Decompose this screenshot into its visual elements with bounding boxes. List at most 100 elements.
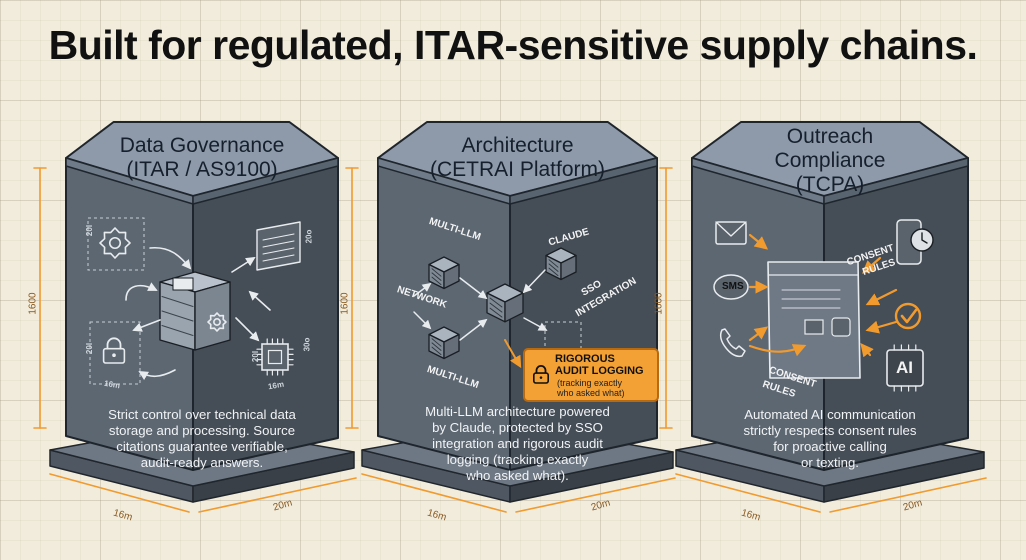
cube-right xyxy=(504,292,524,323)
chip-body xyxy=(261,343,289,371)
sms-text: SMS xyxy=(722,281,744,292)
server-slot xyxy=(161,310,194,322)
chip-core xyxy=(267,349,283,365)
height-dimension-label: 1600 xyxy=(653,292,665,315)
pillar-title: Data Governance(ITAR / AS9100) xyxy=(76,134,328,182)
pillar-title-line: Architecture xyxy=(461,134,574,157)
connector-arrow xyxy=(523,317,548,331)
document-icon xyxy=(256,221,301,271)
depth-dimension-line xyxy=(675,473,821,513)
pillar-1 xyxy=(33,121,357,513)
claude-node xyxy=(545,247,577,281)
cube-right xyxy=(443,333,460,360)
browser-envelope xyxy=(804,319,824,335)
gear-hub xyxy=(108,236,122,250)
pillar-description-line: by Claude, protected by SSO xyxy=(432,420,603,435)
cube-grid xyxy=(431,272,442,281)
consent-arrow xyxy=(748,344,807,357)
phone-icon xyxy=(719,328,746,358)
server-gear-icon xyxy=(207,312,227,332)
architecture-diagram xyxy=(413,247,582,369)
depth-dimension-line xyxy=(361,473,507,513)
server-slot xyxy=(161,325,194,336)
pillar-title-line: Compliance xyxy=(774,149,886,172)
envelope-icon xyxy=(715,221,747,245)
consent-arrow xyxy=(748,326,769,342)
gear-hub xyxy=(213,318,221,326)
tag-label: 20I xyxy=(85,342,95,355)
data-governance-diagram xyxy=(87,217,301,385)
cube-right xyxy=(560,254,577,281)
phone-handset xyxy=(719,328,746,358)
callout-subtitle-line: who asked what) xyxy=(557,388,625,398)
callout-padlock xyxy=(532,365,549,384)
chip-icon xyxy=(256,338,294,376)
cap-rim-right xyxy=(509,157,658,205)
server-icon xyxy=(159,271,231,351)
document-line xyxy=(262,240,295,248)
height-dimension-label: 1600 xyxy=(27,292,39,315)
padlock-frame xyxy=(89,321,141,385)
pillar-description-line: citations guarantee verifiable, xyxy=(116,439,288,454)
pillar-title-line: Outreach xyxy=(786,125,874,148)
tag-label: 20I xyxy=(85,224,95,237)
checkmark-tick xyxy=(900,308,918,324)
callout-title-line: AUDIT LOGGING xyxy=(555,365,644,377)
padlock-shackle xyxy=(106,337,122,350)
padlock-body xyxy=(102,347,126,364)
padlock-icon xyxy=(102,337,126,364)
width-dimension-line xyxy=(515,477,676,513)
callout-title-line: RIGOROUS xyxy=(555,353,615,365)
sms-bubble-icon xyxy=(713,274,749,300)
connector-arrow xyxy=(522,269,546,294)
consent-arrow xyxy=(748,233,769,250)
sms-bubble xyxy=(713,274,749,300)
central-server-node xyxy=(486,283,524,323)
consent-arrow xyxy=(860,342,874,358)
cap-rim-right xyxy=(823,157,969,205)
dimension-lines xyxy=(33,167,357,513)
pillar-description-line: Strict control over technical data xyxy=(108,407,296,422)
consent-arrow xyxy=(862,256,882,274)
connector-arrow xyxy=(459,318,488,341)
clock-icon xyxy=(910,228,934,252)
pillar-description-line: who asked what). xyxy=(466,468,569,483)
depth-dimension-line xyxy=(49,473,190,513)
page-title: Built for regulated, ITAR-sensitive supp… xyxy=(48,22,978,68)
connector-arrow xyxy=(459,277,488,300)
arrow-server-doc xyxy=(231,256,256,273)
pillar-title-line: (CETRAI Platform) xyxy=(429,158,605,181)
arrow-loop-left xyxy=(125,282,158,301)
connector-arrow xyxy=(413,282,432,297)
multi-llm-node-bottom xyxy=(428,326,460,360)
browser-phone xyxy=(831,317,851,337)
cap-rim-right xyxy=(192,157,339,205)
width-dimension-line xyxy=(829,477,987,513)
cube-grid xyxy=(548,263,559,272)
pillar-description-line: integration and rigorous audit xyxy=(432,436,603,451)
cube-grid xyxy=(431,342,442,351)
cube-grid xyxy=(431,276,442,286)
padlock-shackle xyxy=(535,365,547,374)
envelope-body xyxy=(715,221,747,245)
tag-label: 20I xyxy=(251,350,261,363)
connector-arrow xyxy=(413,311,432,330)
cube-grid xyxy=(489,302,503,313)
document-line xyxy=(262,254,295,262)
pillar-title: Architecture(CETRAI Platform) xyxy=(388,134,647,182)
tag-label: 20o xyxy=(304,229,314,244)
pillar-description-line: or texting. xyxy=(801,455,859,470)
arrow-gear-server xyxy=(149,246,192,270)
ai-chip-icon xyxy=(886,344,924,392)
arrow-chip-server xyxy=(248,290,271,311)
multi-llm-node-top xyxy=(428,256,460,290)
cube-grid xyxy=(431,346,442,356)
arrow-server-chip xyxy=(235,317,260,342)
cube-grid xyxy=(548,259,559,268)
gear-icon xyxy=(99,227,131,259)
server-display xyxy=(172,277,194,291)
document-line xyxy=(262,247,295,255)
